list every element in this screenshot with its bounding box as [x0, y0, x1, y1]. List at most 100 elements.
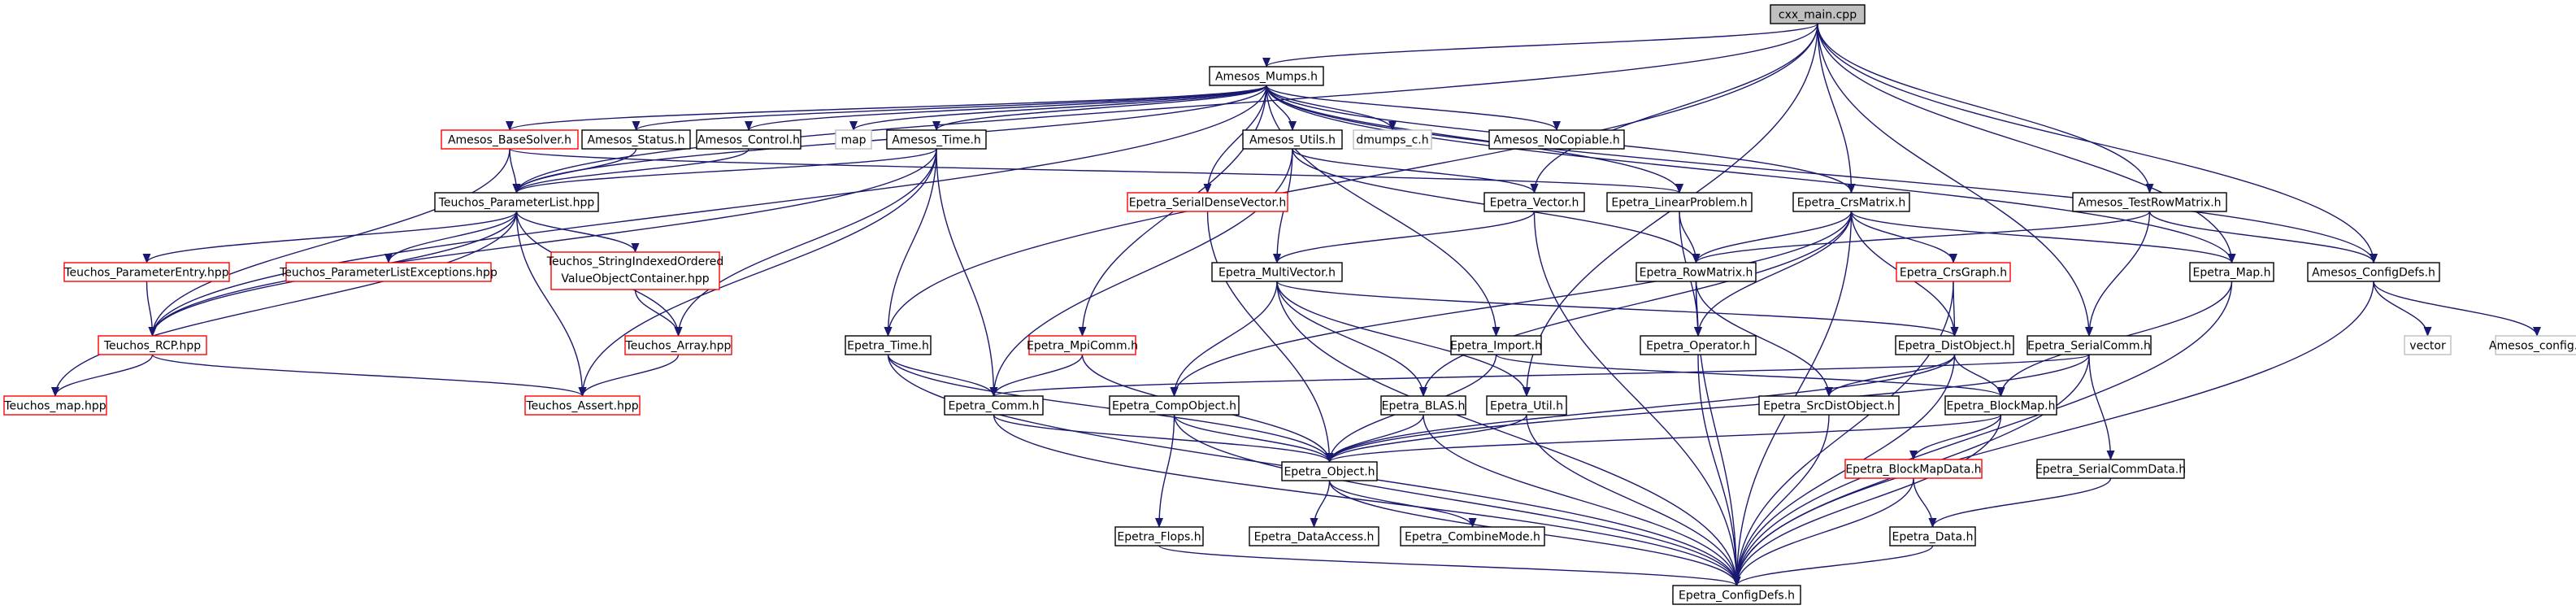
node-epetra_configdefs[interactable]: Epetra_ConfigDefs.h — [1672, 585, 1801, 605]
edge-epetra_rowmatrix-to-epetra_configdefs — [1695, 281, 1741, 586]
node-epetra_object[interactable]: Epetra_Object.h — [1281, 461, 1378, 481]
node-epetra_blockmapdata[interactable]: Epetra_BlockMapData.h — [1844, 459, 1983, 479]
node-teuchos_array[interactable]: Teuchos_Array.hpp — [624, 335, 732, 355]
edge-amesos_utils-to-epetra_vector — [1292, 148, 1539, 194]
edge-epetra_multivector-to-epetra_util — [1276, 281, 1531, 397]
edge-epetra_serialdensevector-to-epetra_object — [1206, 211, 1334, 463]
node-vector-label: vector — [2409, 340, 2446, 353]
node-epetra_multivector-label: Epetra_MultiVector.h — [1218, 267, 1336, 280]
edge-teuchos_paramlist-to-teuchos_assert — [515, 211, 587, 397]
node-amesos_mumps[interactable]: Amesos_Mumps.h — [1209, 66, 1324, 86]
node-amesos_time[interactable]: Amesos_Time.h — [886, 129, 987, 150]
edge-epetra_serialcomm-to-epetra_object — [1325, 354, 2090, 463]
node-teuchos_rcp-label: Teuchos_RCP.hpp — [103, 340, 201, 353]
node-teuchos_assert[interactable]: Teuchos_Assert.hpp — [524, 395, 641, 416]
node-epetra_compobject[interactable]: Epetra_CompObject.h — [1109, 395, 1240, 416]
node-epetra_distobject[interactable]: Epetra_DistObject.h — [1895, 335, 2014, 355]
edge-teuchos_paramlist-to-teuchos_map — [51, 211, 518, 397]
node-teuchos_paramentry[interactable]: Teuchos_ParameterEntry.hpp — [63, 262, 230, 282]
edge-amesos_basesolver-to-teuchos_paramlist — [509, 148, 521, 194]
edge-amesos_utils-to-epetra_comm — [989, 148, 1293, 397]
node-epetra_data[interactable]: Epetra_Data.h — [1889, 526, 1976, 547]
node-epetra_srcdistobject[interactable]: Epetra_SrcDistObject.h — [1758, 395, 1900, 416]
edge-amesos_basesolver-to-epetra_linearproblem — [509, 148, 1683, 194]
node-epetra_mpicomm[interactable]: Epetra_MpiComm.h — [1027, 335, 1138, 355]
edge-teuchos_stringindexed_1-to-teuchos_array — [634, 289, 683, 337]
node-epetra_crsmatrix[interactable]: Epetra_CrsMatrix.h — [1792, 192, 1910, 212]
node-epetra_operator[interactable]: Epetra_Operator.h — [1640, 335, 1757, 355]
node-epetra_comm[interactable]: Epetra_Comm.h — [944, 395, 1044, 416]
node-dmumps_c[interactable]: dmumps_c.h — [1353, 129, 1432, 150]
edge-amesos_testrowmatrix-to-epetra_serialcomm — [2085, 211, 2151, 337]
node-teuchos_paramlist[interactable]: Teuchos_ParameterList.hpp — [434, 192, 599, 212]
edge-epetra_comm-to-epetra_object — [993, 414, 1334, 463]
node-epetra_combinemode-box — [1400, 526, 1545, 547]
node-teuchos_paramentry-label: Teuchos_ParameterEntry.hpp — [63, 267, 228, 280]
node-epetra_srcdistobject-label: Epetra_SrcDistObject.h — [1763, 400, 1895, 413]
node-amesos_basesolver-box — [441, 129, 579, 150]
edge-cxx_main-to-amesos_testrowmatrix — [1817, 23, 2154, 194]
node-epetra_blockmapdata-label: Epetra_BlockMapData.h — [1845, 464, 1981, 477]
node-teuchos_paramlistexc[interactable]: Teuchos_ParameterListExceptions.hpp — [279, 262, 497, 282]
node-amesos_nocopiable[interactable]: Amesos_NoCopiable.h — [1488, 129, 1625, 150]
edge-epetra_flops-to-epetra_configdefs — [1158, 545, 1741, 586]
edge-cxx_main-to-amesos_configdefs — [1817, 23, 2378, 263]
node-epetra_map-label: Epetra_Map.h — [2192, 267, 2270, 280]
edge-amesos_time-to-epetra_time — [884, 148, 937, 337]
node-teuchos_rcp-box — [98, 335, 207, 355]
node-epetra_import[interactable]: Epetra_Import.h — [1450, 335, 1542, 355]
node-amesos_nocopiable-label: Amesos_NoCopiable.h — [1493, 134, 1619, 147]
edge-amesos_status-to-teuchos_paramlist — [512, 148, 637, 194]
node-epetra_map[interactable]: Epetra_Map.h — [2189, 262, 2274, 282]
edge-cxx_main-to-epetra_map — [1817, 23, 2236, 263]
node-epetra_mpicomm-box — [1028, 335, 1136, 355]
node-amesos_testrowmatrix[interactable]: Amesos_TestRowMatrix.h — [2072, 192, 2227, 212]
node-amesos_status[interactable]: Amesos_Status.h — [581, 129, 691, 150]
node-amesos_basesolver[interactable]: Amesos_BaseSolver.h — [441, 129, 579, 150]
node-teuchos_rcp[interactable]: Teuchos_RCP.hpp — [98, 335, 207, 355]
node-epetra_multivector[interactable]: Epetra_MultiVector.h — [1211, 262, 1343, 282]
node-amesos_utils[interactable]: Amesos_Utils.h — [1242, 129, 1343, 150]
edge-cxx_main-to-epetra_serialcomm — [1817, 23, 2093, 337]
node-epetra_mpicomm-label: Epetra_MpiComm.h — [1027, 340, 1138, 353]
node-epetra_serialcommdata[interactable]: Epetra_SerialCommData.h — [2035, 459, 2186, 479]
edge-amesos_mumps-to-map — [849, 85, 1267, 131]
edge-epetra_crsmatrix-to-epetra_blas — [1419, 211, 1853, 397]
node-epetra_blockmap[interactable]: Epetra_BlockMap.h — [1944, 395, 2057, 416]
node-amesos_config[interactable]: Amesos_config.h — [2489, 335, 2576, 355]
node-epetra_dataaccess[interactable]: Epetra_DataAccess.h — [1249, 526, 1379, 547]
edge-epetra_crsmatrix-to-epetra_map — [1850, 211, 2236, 263]
node-epetra_import-box — [1450, 335, 1542, 355]
node-epetra_rowmatrix[interactable]: Epetra_RowMatrix.h — [1636, 262, 1757, 282]
node-map-label: map — [841, 134, 866, 147]
node-amesos_configdefs[interactable]: Amesos_ConfigDefs.h — [2307, 262, 2440, 282]
edge-epetra_time-to-epetra_object — [887, 354, 1334, 463]
edge-cxx_main-to-amesos_mumps — [1262, 23, 1818, 67]
node-teuchos_stringindexed_1[interactable]: Teuchos_StringIndexedOrderedValueObjectC… — [546, 251, 723, 290]
node-map[interactable]: map — [835, 129, 872, 150]
edge-epetra_srcdistobject-to-epetra_configdefs — [1732, 414, 1830, 586]
node-epetra_flops-label: Epetra_Flops.h — [1117, 531, 1201, 544]
node-amesos_basesolver-label: Amesos_BaseSolver.h — [448, 134, 571, 147]
node-teuchos_map[interactable]: Teuchos_map.hpp — [3, 395, 107, 416]
node-epetra_vector[interactable]: Epetra_Vector.h — [1483, 192, 1585, 212]
node-epetra_flops[interactable]: Epetra_Flops.h — [1114, 526, 1204, 547]
node-epetra_dataaccess-box — [1249, 526, 1379, 547]
node-vector[interactable]: vector — [2404, 335, 2452, 355]
node-epetra_serialcomm[interactable]: Epetra_SerialComm.h — [2026, 335, 2152, 355]
node-epetra_util[interactable]: Epetra_Util.h — [1486, 395, 1567, 416]
node-epetra_combinemode[interactable]: Epetra_CombineMode.h — [1400, 526, 1545, 547]
node-epetra_blas[interactable]: Epetra_BLAS.h — [1380, 395, 1466, 416]
node-cxx_main[interactable]: cxx_main.cpp — [1770, 4, 1866, 24]
node-epetra_dataaccess-label: Epetra_DataAccess.h — [1254, 531, 1375, 544]
edge-cxx_main-to-epetra_time — [884, 23, 1818, 337]
node-epetra_serialdensevector[interactable]: Epetra_SerialDenseVector.h — [1127, 192, 1288, 212]
node-amesos_control[interactable]: Amesos_Control.h — [696, 129, 801, 150]
node-teuchos_assert-label: Teuchos_Assert.hpp — [525, 400, 638, 413]
node-epetra_srcdistobject-box — [1758, 395, 1900, 416]
node-epetra_crsgraph[interactable]: Epetra_CrsGraph.h — [1896, 262, 2011, 282]
node-epetra_time[interactable]: Epetra_Time.h — [845, 335, 932, 355]
node-epetra_linearproblem[interactable]: Epetra_LinearProblem.h — [1606, 192, 1753, 212]
edge-epetra_serialcomm-to-epetra_serialcommdata — [2088, 354, 2115, 460]
node-cxx_main-box — [1770, 4, 1866, 24]
